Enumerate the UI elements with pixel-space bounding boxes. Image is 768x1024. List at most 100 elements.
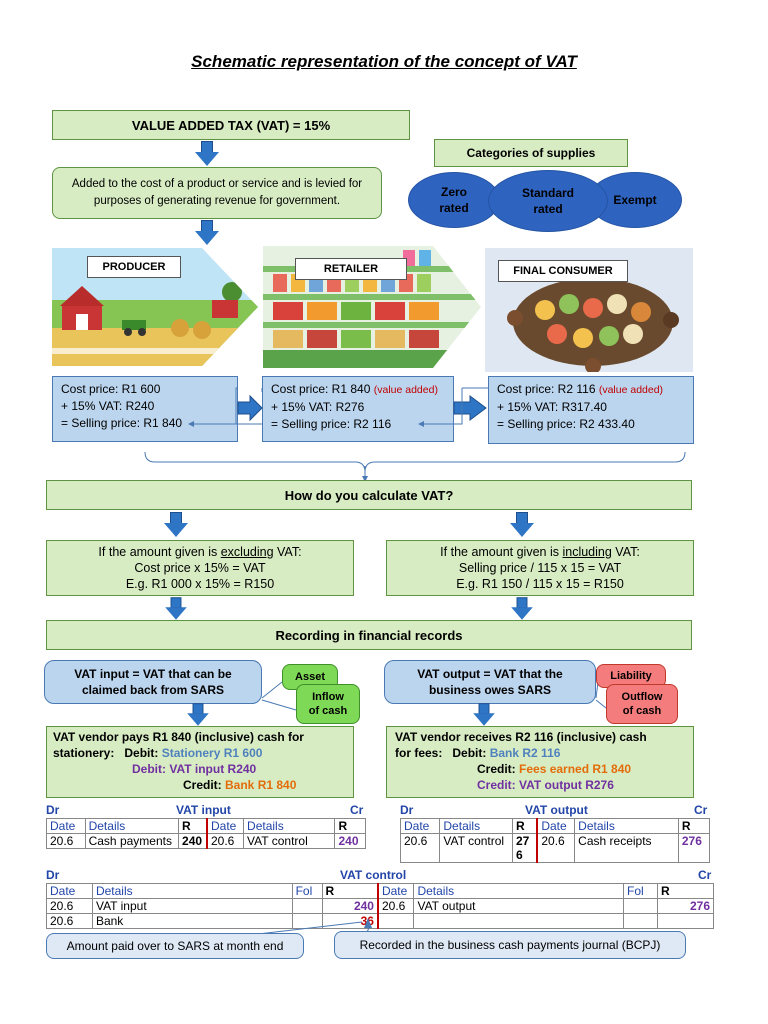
category-label: Standard rated <box>521 186 574 216</box>
category-zero-rated: Zero rated <box>408 172 500 228</box>
note-bcpj: Recorded in the business cash payments j… <box>334 931 686 959</box>
note-paid-to-sars: Amount paid over to SARS at month end <box>46 933 304 959</box>
including-formula: Selling price / 115 x 15 = VAT <box>458 561 622 575</box>
vat-control-ledger: Date Details Fol R Date Details Fol R 20… <box>46 883 714 929</box>
vat-input-entry-box: VAT vendor pays R1 840 (inclusive) cash … <box>46 726 354 798</box>
ledger-header: Date <box>46 883 93 899</box>
entry-credit-fees: Fees earned R1 840 <box>519 762 632 776</box>
entry-debit-label: Debit: <box>124 746 159 760</box>
excluding-formula: Cost price x 15% = VAT <box>134 561 266 575</box>
ledger-cell: 276 <box>677 833 711 863</box>
inflow-tag: Inflow of cash <box>296 684 360 724</box>
liability-tag-text: Liability <box>610 670 652 682</box>
final-consumer-price-box: Cost price: R2 116 (value added) + 15% V… <box>488 376 694 444</box>
price-line: = Selling price: R2 116 <box>271 417 392 431</box>
final-consumer-label: FINAL CONSUMER <box>498 260 628 282</box>
price-connectors <box>144 387 686 482</box>
vat-rate-box: VALUE ADDED TAX (VAT) = 15% <box>52 110 410 140</box>
producer-price-box: Cost price: R1 600 + 15% VAT: R240 = Sel… <box>52 376 238 442</box>
ledger-header: Date <box>377 883 415 899</box>
categories-title: Categories of supplies <box>466 146 596 160</box>
ledger-cell: 240 <box>334 833 366 849</box>
ledger-title-vat-control: VAT control <box>340 868 407 882</box>
entry-debit-stationery: Stationery R1 600 <box>161 746 263 760</box>
entry-debit-vat-input: Debit: VAT input R240 <box>132 762 257 776</box>
note-text: Amount paid over to SARS at month end <box>66 939 284 953</box>
arrow-down-icon <box>511 597 533 620</box>
ledger-cell: Cash payments <box>84 833 180 849</box>
ledger-title-vat-output: VAT output <box>525 803 588 817</box>
including-vat-box: If the amount given is including VAT: Se… <box>386 540 694 596</box>
calculate-heading-box: How do you calculate VAT? <box>46 480 692 510</box>
ledger-header: Fol <box>291 883 323 899</box>
value-added-note: (value added) <box>598 384 664 396</box>
category-label: Zero rated <box>439 185 469 215</box>
price-line: Cost price: R1 600 <box>61 382 161 396</box>
ledger-cell: 240 <box>321 898 379 914</box>
entry-debit-bank: Bank R2 116 <box>489 746 561 760</box>
ledger-header: Details <box>91 883 293 899</box>
ledger-title-vat-input: VAT input <box>176 803 231 817</box>
page-title: Schematic representation of the concept … <box>191 52 577 71</box>
vat-output-callout-text: VAT output = VAT that the business owes … <box>417 667 563 697</box>
excluding-line-pre: If the amount given is <box>98 545 221 559</box>
ledger-cell: VAT control <box>243 833 336 849</box>
vat-description-text: Added to the cost of a product or servic… <box>71 178 363 207</box>
price-line: = Selling price: R2 433.40 <box>497 417 635 431</box>
recording-heading-box: Recording in financial records <box>46 620 692 650</box>
entry-line: VAT vendor receives R2 116 (inclusive) c… <box>395 730 647 744</box>
entry-debit-label: Debit: <box>452 746 487 760</box>
including-line-post: VAT: <box>611 545 640 559</box>
inflow-tag-text: Inflow of cash <box>308 691 348 717</box>
ledger-cr: Cr <box>350 803 364 817</box>
price-line: Cost price: R1 840 <box>271 382 371 396</box>
ledger-cr: Cr <box>694 803 708 817</box>
price-line: = Selling price: R1 840 <box>61 416 183 430</box>
outflow-tag: Outflow of cash <box>606 684 678 724</box>
categories-title-box: Categories of supplies <box>434 139 628 167</box>
entry-credit-label: Credit: <box>183 778 222 792</box>
ledger-header: R <box>321 883 379 899</box>
ledger-cell: VAT input <box>91 898 293 914</box>
category-label: Exempt <box>613 193 657 207</box>
excluding-example: E.g. R1 000 x 15% = R150 <box>125 577 275 591</box>
ledger-cell: 27 6 <box>511 833 539 863</box>
arrow-down-icon <box>165 597 187 620</box>
arrow-down-icon <box>195 220 219 246</box>
retailer-label: RETAILER <box>295 258 407 280</box>
ledger-cr: Cr <box>698 868 712 882</box>
arrow-down-icon <box>187 703 209 726</box>
note-text: Recorded in the business cash payments j… <box>359 938 661 952</box>
price-line: Cost price: R2 116 <box>497 382 596 396</box>
excluding-keyword: excluding <box>220 545 274 559</box>
excluding-vat-box: If the amount given is excluding VAT: Co… <box>46 540 354 596</box>
including-line-pre: If the amount given is <box>440 545 563 559</box>
entry-label: for fees: <box>395 746 443 760</box>
value-added-note: (value added) <box>373 384 438 396</box>
ledger-dr: Dr <box>46 868 60 882</box>
recording-heading: Recording in financial records <box>275 627 463 643</box>
including-example: E.g. R1 150 / 115 x 15 = R150 <box>456 577 624 591</box>
note-connectors <box>257 918 372 935</box>
entry-credit-bank: Bank R1 840 <box>225 778 297 792</box>
entry-credit-vat-output: Credit: VAT output R276 <box>477 778 614 792</box>
entry-credit-label: Credit: <box>477 762 516 776</box>
including-keyword: including <box>562 545 612 559</box>
vat-input-callout: VAT input = VAT that can be claimed back… <box>44 660 262 704</box>
excluding-line-post: VAT: <box>273 545 302 559</box>
ledger-dr: Dr <box>400 803 414 817</box>
ledger-cell: 20.6 <box>46 833 86 849</box>
arrow-down-icon <box>164 512 188 538</box>
callout-connectors <box>261 681 607 711</box>
asset-tag-text: Asset <box>295 671 325 683</box>
price-line: + 15% VAT: R240 <box>61 399 155 413</box>
calculate-heading: How do you calculate VAT? <box>284 487 454 503</box>
price-line: + 15% VAT: R317.40 <box>497 400 607 414</box>
ledger-cell: 20.6 <box>399 833 441 863</box>
producer-label: PRODUCER <box>87 256 181 278</box>
ledger-cell: Bank <box>91 913 293 929</box>
category-standard-rated: Standard rated <box>488 170 608 232</box>
vat-input-ledger: Date Details R Date Details R 20.6 Cash … <box>46 818 366 849</box>
arrow-down-icon <box>510 512 534 538</box>
arrow-down-icon <box>473 703 495 726</box>
